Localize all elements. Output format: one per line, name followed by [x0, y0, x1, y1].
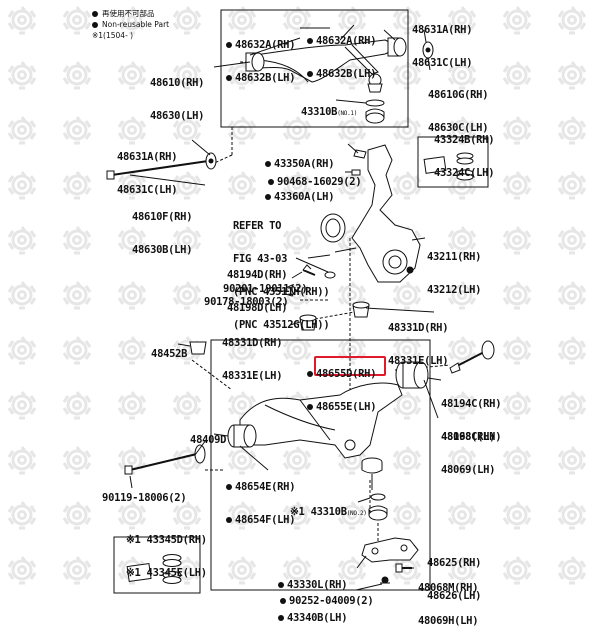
label-48331D-48331E-right[interactable]: 48331D(RH) 48331E(LH)	[388, 322, 449, 367]
label-48631A-48631C[interactable]: 48631A(RH) 48631C(LH)	[117, 151, 178, 196]
label-48631A-48631C-top[interactable]: 48631A(RH) 48631C(LH)	[412, 24, 473, 69]
label-48632A-48632B[interactable]: 48632A(RH) 48632B(LH)	[226, 18, 296, 95]
ball-joint-kit-box-upper	[417, 136, 489, 188]
label-48654E-48654F[interactable]: 48654E(RH) 48654F(LH)	[226, 460, 296, 537]
non-reusable-dot-icon	[226, 42, 232, 48]
dust-deflector	[320, 213, 346, 243]
label-48452B[interactable]: 48452B	[151, 348, 188, 360]
label-48068-48069[interactable]: 48068(RH) 48069(LH)	[441, 431, 496, 476]
non-reusable-dot-icon	[226, 484, 232, 490]
lower-arm-bushing-front	[227, 424, 257, 448]
label-48194D-48198D[interactable]: 48194D(RH) 48198D(LH)	[227, 269, 288, 314]
label-43345D-43345E[interactable]: ※1 43345D(RH) ※1 43345E(LH)	[126, 534, 207, 579]
non-reusable-dot-icon	[226, 75, 232, 81]
label-43324B-43324C[interactable]: 43324B(RH) 43324C(LH)	[434, 134, 495, 179]
steering-knuckle-drawing	[334, 144, 421, 283]
upper-arm-bushings	[245, 37, 407, 72]
non-reusable-dot-icon	[226, 517, 232, 523]
legend-non-reusable-en-text: Non-reusable Part	[102, 20, 170, 29]
bound-stopper	[189, 341, 207, 355]
non-reusable-dot-icon	[92, 21, 98, 28]
label-90468-16029[interactable]: 90468-16029(2)	[256, 166, 362, 188]
non-reusable-dot-icon	[307, 371, 313, 377]
boot-kit-upper-icons	[423, 152, 474, 181]
lower-arm-bolt-front	[124, 444, 206, 475]
non-reusable-dot-icon	[265, 194, 271, 200]
legend-non-reusable-en: Non-reusable Part	[92, 19, 169, 30]
label-48632A-48632B-2[interactable]: 48632A(RH) 48632B(LH)	[307, 14, 377, 91]
upper-cam-washer	[422, 41, 434, 59]
lower-ball-joint	[361, 457, 383, 490]
leader-lines	[129, 24, 442, 591]
upper-arm-group-box	[220, 9, 409, 128]
upper-ball-joint-boot	[365, 99, 385, 124]
non-reusable-dot-icon	[278, 582, 284, 588]
non-reusable-dot-icon	[265, 161, 271, 167]
non-reusable-dot-icon	[280, 598, 287, 604]
ball-joint-kit-box-lower	[113, 536, 201, 594]
lower-arm-group-box	[210, 339, 431, 591]
label-48610-48630[interactable]: 48610(RH) 48630(LH)	[150, 77, 205, 122]
lower-ball-joint-boot	[368, 493, 388, 521]
label-48194C-48198C[interactable]: 48194C(RH) 48198C(LH)	[441, 398, 502, 443]
label-48331D-48331E-left[interactable]: 48331D(RH) 48331E(LH)	[222, 337, 283, 382]
label-48610G-48630C[interactable]: 48610G(RH) 48630C(LH)	[428, 89, 489, 134]
boot-kit-lower-icons	[126, 554, 182, 584]
bracket-bolts	[380, 563, 412, 584]
non-reusable-dot-icon	[278, 615, 284, 621]
suspension-parts-diagram	[106, 9, 495, 594]
upper-arm-bolt	[106, 152, 217, 180]
label-43211-43212[interactable]: 43211(RH) 43212(LH)	[427, 251, 482, 296]
lower-arm-bolt-rear	[449, 340, 495, 374]
label-43310B-no1[interactable]: 43310B(NO.1)	[301, 106, 358, 118]
highlight-box	[314, 356, 386, 376]
legend-note: ※1(1504- )	[92, 30, 169, 41]
label-43350A-43360A[interactable]: 43350A(RH) 43360A(LH)	[265, 137, 335, 214]
lower-control-arm-drawing	[239, 382, 403, 459]
lower-arm-bracket	[361, 537, 419, 563]
label-90252-04009[interactable]: 90252-04009(2)	[268, 585, 374, 607]
label-48625-48626[interactable]: 48625(RH) 48626(LH)	[427, 557, 482, 602]
upper-control-arm-drawing	[254, 39, 391, 93]
label-90201-19011[interactable]: 90201-19011(2)	[223, 283, 308, 295]
legend: 再使用不可部品 Non-reusable Part ※1(1504- )	[92, 8, 169, 41]
legend-non-reusable-ja-text: 再使用不可部品	[102, 9, 155, 18]
non-reusable-dot-icon	[307, 38, 313, 44]
label-48610F-48630B[interactable]: 48610F(RH) 48630B(LH)	[132, 211, 193, 256]
non-reusable-dot-icon	[268, 179, 275, 185]
label-48409D[interactable]: 48409D	[190, 434, 227, 446]
label-refer-to-fig-43-03[interactable]: REFER TO FIG 43-03 (PNC 43511H(RH)) (PNC…	[233, 220, 330, 331]
non-reusable-dot-icon	[307, 404, 313, 410]
non-reusable-dot-icon	[92, 10, 98, 17]
legend-note-text: ※1(1504- )	[92, 31, 134, 40]
legend-non-reusable-ja: 再使用不可部品	[92, 8, 169, 19]
label-90178-18003[interactable]: 90178-18003(2)	[204, 296, 289, 308]
lower-arm-stoppers	[299, 301, 370, 331]
non-reusable-dot-icon	[307, 71, 313, 77]
stabilizer-bolts	[285, 264, 336, 297]
label-48655D-48655E[interactable]: 48655D(RH) 48655E(LH)	[307, 347, 377, 424]
label-43310B-no2[interactable]: ※1 43310B(NO.2)	[290, 506, 367, 518]
label-90119-18006[interactable]: 90119-18006(2)	[102, 492, 187, 504]
